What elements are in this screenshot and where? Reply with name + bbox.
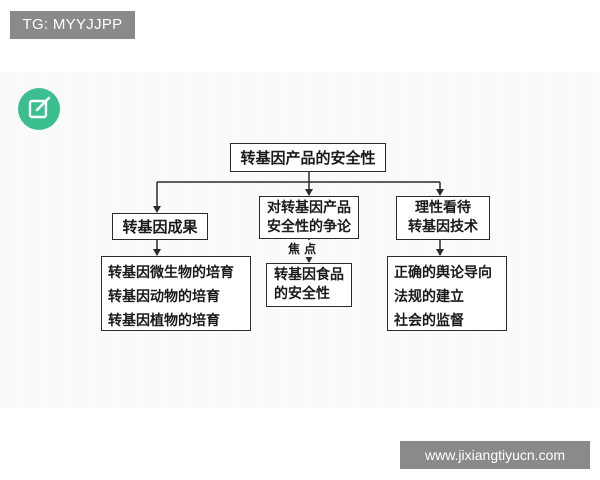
left-branch-box: 转基因成果 xyxy=(112,213,208,240)
root-label: 转基因产品的安全性 xyxy=(240,149,376,167)
list-item: 法规的建立 xyxy=(394,289,464,305)
list-item: 转基因微生物的培育 xyxy=(108,265,234,281)
right-list-box: 正确的舆论导向 法规的建立 社会的监督 xyxy=(387,256,507,331)
left-list-box: 转基因微生物的培育 转基因动物的培育 转基因植物的培育 xyxy=(101,256,251,331)
left-branch-label: 转基因成果 xyxy=(122,218,198,236)
middle-branch-line-1: 对转基因产品 xyxy=(267,199,351,216)
bottom-watermark-tag: www.jixiangtiyucn.com xyxy=(400,441,590,469)
food-safety-line-1: 转基因食品 xyxy=(274,267,344,283)
right-branch-line-1: 理性看待 xyxy=(415,200,471,216)
list-item: 社会的监督 xyxy=(394,313,464,329)
edit-note-icon xyxy=(18,88,60,130)
top-watermark-tag: TG: MYYJJPP xyxy=(10,11,135,39)
list-item: 正确的舆论导向 xyxy=(394,265,492,281)
middle-branch-line-2: 安全性的争论 xyxy=(267,218,351,235)
right-branch-box: 理性看待 转基因技术 xyxy=(396,196,490,240)
focus-label: 焦 点 xyxy=(286,240,319,257)
list-item: 转基因动物的培育 xyxy=(108,289,220,305)
food-safety-box: 转基因食品 的安全性 xyxy=(266,263,352,307)
list-item: 转基因植物的培育 xyxy=(108,313,220,329)
middle-branch-box: 对转基因产品 安全性的争论 xyxy=(259,196,359,239)
root-box: 转基因产品的安全性 xyxy=(230,143,386,172)
food-safety-line-2: 的安全性 xyxy=(274,286,330,302)
right-branch-line-2: 转基因技术 xyxy=(408,219,478,235)
